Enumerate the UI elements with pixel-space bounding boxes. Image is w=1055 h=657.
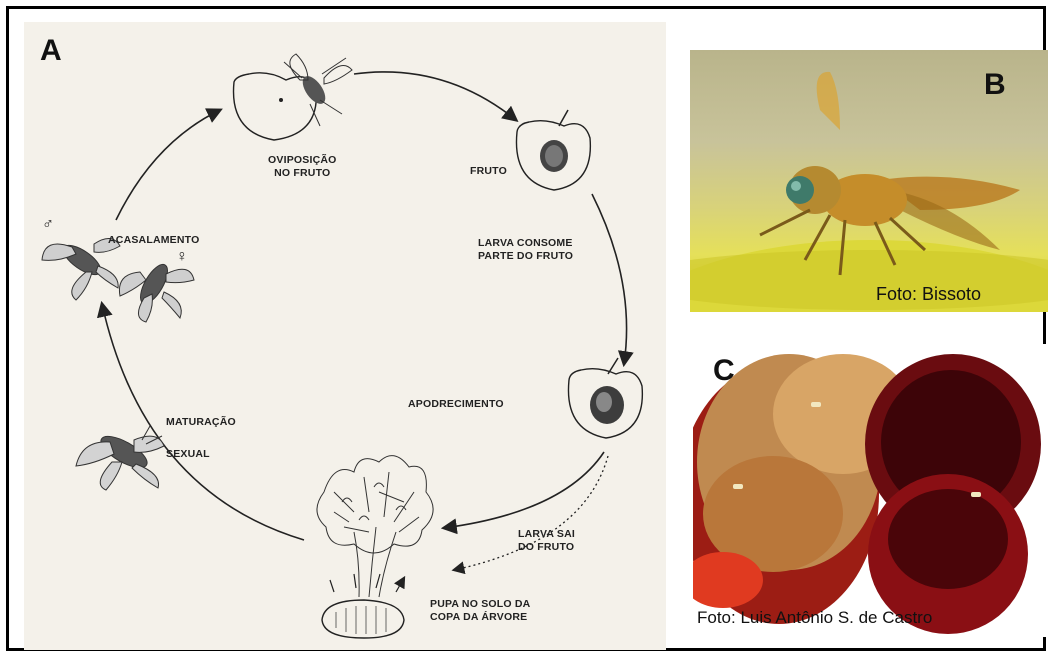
photo-fly-on-fruit: B Foto: Bissoto [690, 50, 1048, 312]
label-oviposicao-line2: NO FRUTO [268, 167, 337, 180]
maturing-fly-illustration [76, 426, 164, 490]
oviposition-fruit-illustration [234, 54, 353, 140]
photo-fruit-with-larvae: C Foto: Luis Antônio S. de Castro [693, 344, 1048, 637]
panel-c-credit: Foto: Luis Antônio S. de Castro [697, 608, 932, 628]
pupa-illustration [322, 574, 404, 638]
arrow-mating-to-oviposition [116, 110, 220, 220]
fruit-with-larva-illustration [516, 110, 590, 190]
label-acasalamento: ACASALAMENTO [108, 234, 199, 247]
label-larva-sai: LARVA SAI DO FRUTO [518, 528, 575, 554]
label-fruto: FRUTO [470, 165, 507, 178]
life-cycle-drawing [24, 22, 666, 650]
arrow-fruit-to-rot [592, 194, 627, 364]
label-pupa-line1: PUPA NO SOLO DA [430, 598, 530, 611]
label-larva-consome-line1: LARVA CONSOME [478, 237, 573, 250]
female-symbol-icon: ♀ [176, 250, 188, 263]
arrow-rot-to-tree [444, 452, 604, 528]
mating-flies-illustration [42, 238, 194, 322]
fruit-photo-illustration [693, 344, 1048, 637]
label-pupa: PUPA NO SOLO DA COPA DA ÁRVORE [430, 598, 530, 624]
panel-c-letter: C [713, 354, 735, 388]
arrow-oviposition-to-fruit [354, 72, 516, 120]
panel-b-credit: Foto: Bissoto [876, 284, 981, 305]
label-oviposicao: OVIPOSIÇÃO NO FRUTO [268, 154, 337, 180]
life-cycle-diagram: A OVIPOSIÇÃO NO FRUTO FRUTO LARVA CONSOM… [24, 22, 666, 650]
label-larva-consome-line2: PARTE DO FRUTO [478, 250, 573, 263]
panel-b-letter: B [984, 68, 1006, 102]
label-larva-sai-line2: DO FRUTO [518, 541, 575, 554]
male-symbol-icon: ♂ [42, 218, 54, 231]
label-oviposicao-line1: OVIPOSIÇÃO [268, 154, 337, 167]
label-maturacao: MATURAÇÃO [166, 416, 236, 429]
tree-canopy-illustration [317, 456, 433, 597]
label-pupa-line2: COPA DA ÁRVORE [430, 611, 530, 624]
label-larva-sai-line1: LARVA SAI [518, 528, 575, 541]
rotting-fruit-illustration [568, 358, 642, 438]
label-larva-consome: LARVA CONSOME PARTE DO FRUTO [478, 237, 573, 263]
panel-a-letter: A [40, 34, 62, 68]
label-sexual: SEXUAL [166, 448, 210, 461]
label-apodrecimento: APODRECIMENTO [408, 398, 504, 411]
